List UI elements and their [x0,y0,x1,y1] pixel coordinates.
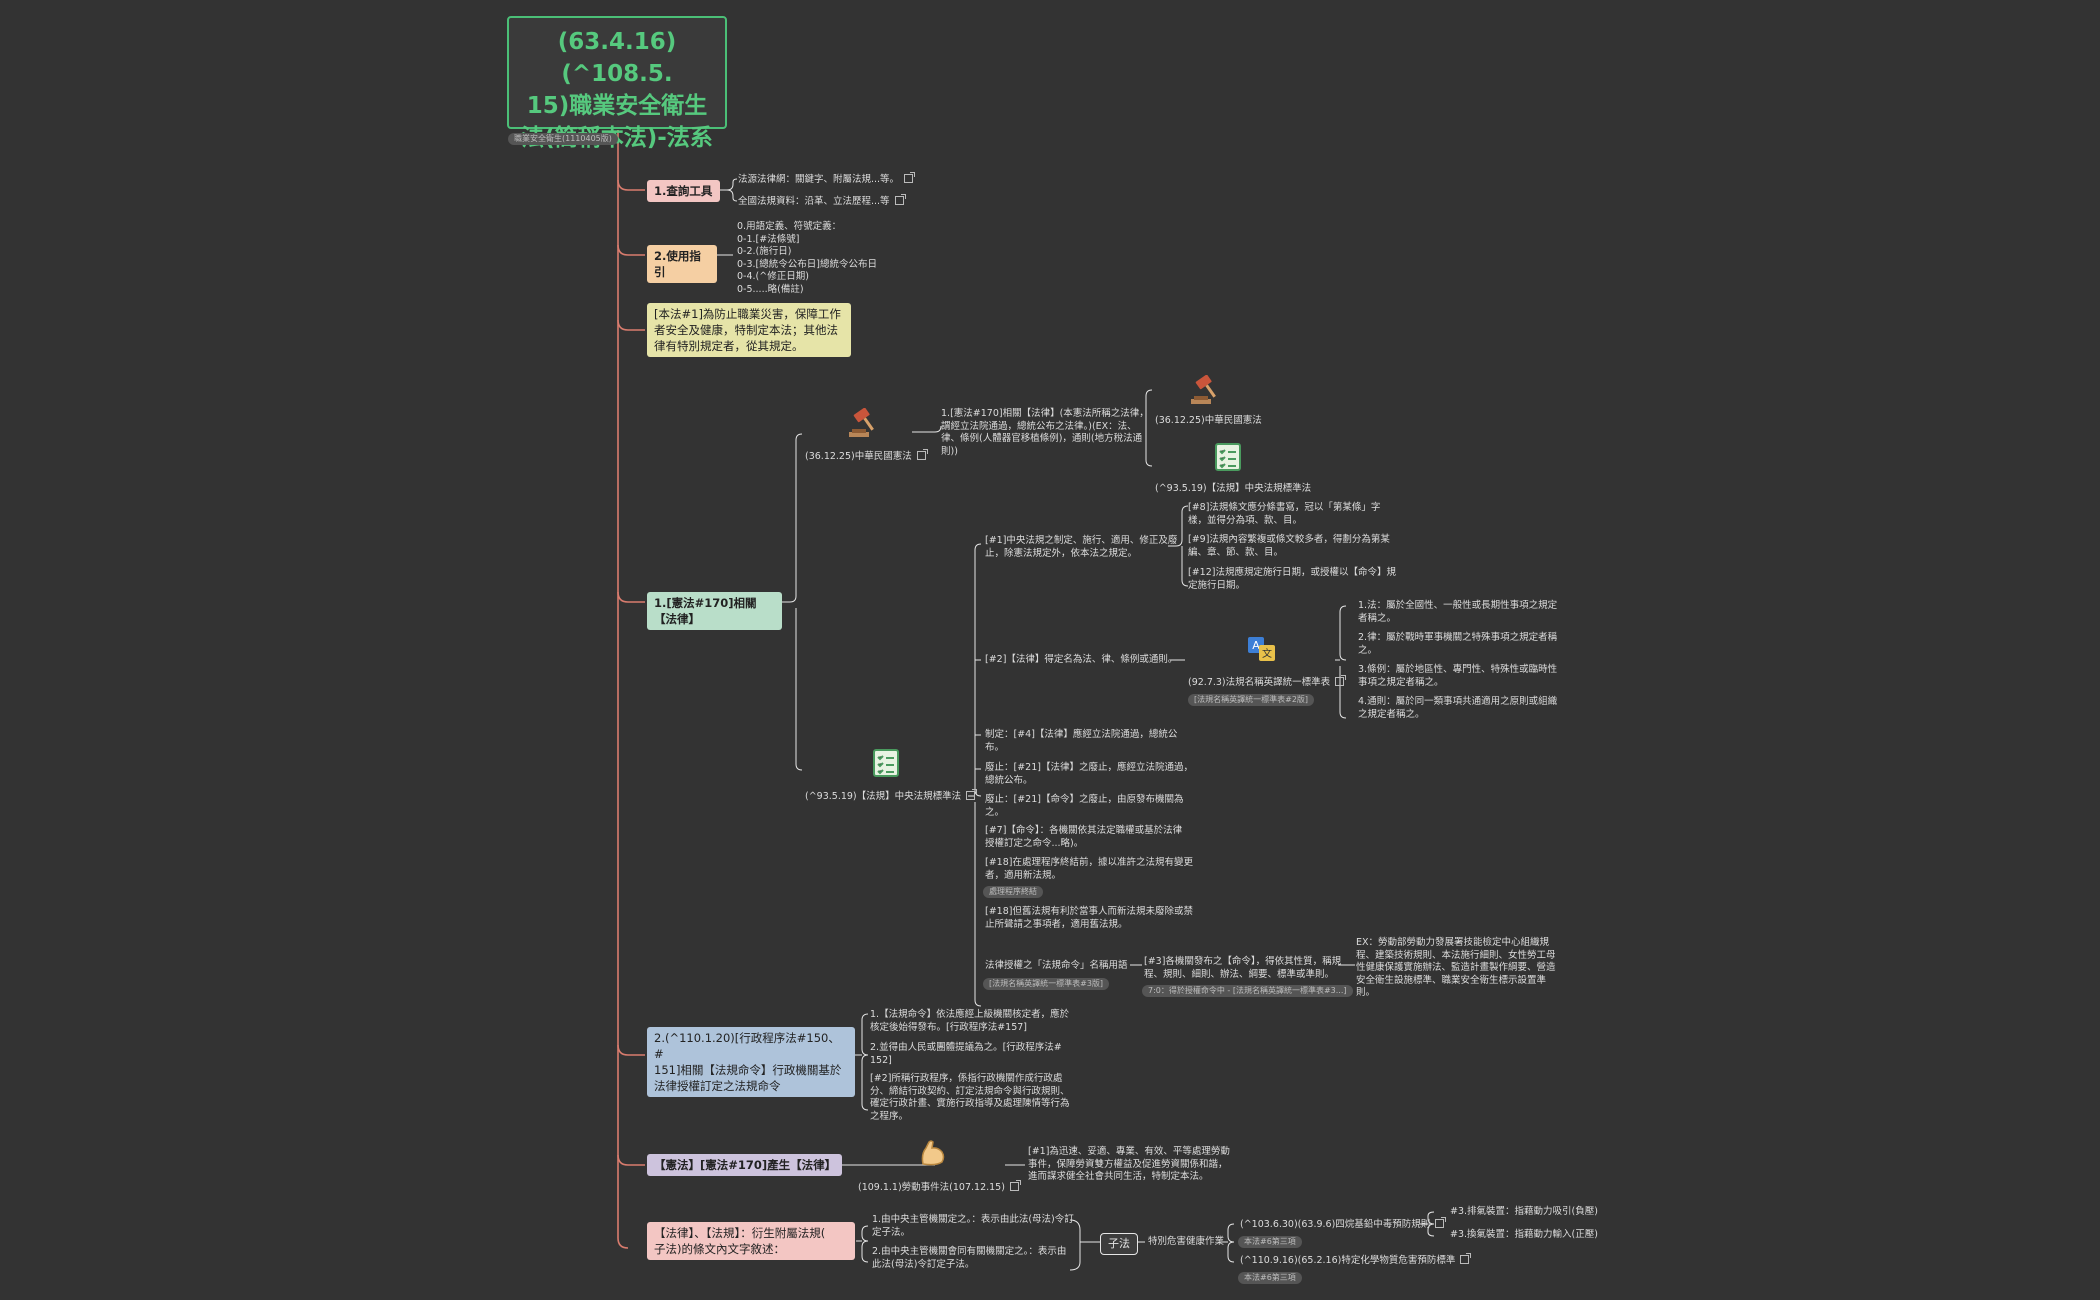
english-name-standard-tag: [法規名稱英譯統一標準表#2版] [1188,694,1315,706]
branch-constitution-170[interactable]: 1.[憲法#170]相關【法律】 [647,592,782,630]
labor-case-act-node[interactable]: (109.1.1)勞動事件法(107.12.15) [858,1180,1021,1195]
external-link-icon[interactable] [1009,1180,1021,1191]
external-link-icon[interactable] [894,194,906,205]
authorized-regulation-node[interactable]: 法律授權之「法規命令」名稱用語 [985,960,1128,971]
law-name-tiaoli: 3.條例：屬於地區性、專門性、特殊性或臨時性 事項之規定者稱之。 [1358,664,1558,688]
labor-case-act-text: [#1]為迅速、妥適、專業、有效、平等處理勞動 事件，保障勞資雙方權益及促進勞資… [1028,1146,1230,1182]
central-standard-law-node[interactable]: (^93.5.19)【法規】中央法規標準法 [805,789,978,804]
lead-poisoning-rule-node[interactable]: (^103.6.30)(63.9.6)四烷基鉛中毒預防規則 [1240,1217,1447,1232]
authorized-regulation-tag: [法規名稱英譯統一標準表#3版] [983,978,1110,990]
admin-note-157: 1.【法規命令】依法應經上級機關核定者，應於 核定後始得發布。[行政程序法#15… [870,1009,1070,1033]
root-topic[interactable]: (63.4.16)(^108.5. 15)職業安全衛生 法(簡稱本法)-法系 [507,16,727,151]
lead-poisoning-rule-tag: 本法#6第三項 [1238,1236,1302,1248]
subsidiary-note-2: 2.由中央主管機關會同有關機關定之。：表示由 此法(母法)令訂定子法。 [872,1246,1067,1270]
note-article-3-tag: 7:0：得於授權命令中 - [法規名稱英譯統一標準表#3...] [1142,985,1353,997]
chemical-hazard-standard-node[interactable]: (^110.9.16)(65.2.16)特定化學物質危害預防標準 [1240,1253,1472,1268]
note-article-9: [#9]法規內容繁複或條文較多者，得劃分為第某 編、章、節、款、目。 [1188,534,1390,558]
query-tool-national-db[interactable]: 全國法規資料：沿革、立法歷程...等 [738,194,906,209]
svg-text:文: 文 [1262,647,1272,660]
note-article-8: [#8]法規條文應分條書寫，冠以「第某條」字 樣，並得分為項、款、目。 [1188,502,1381,526]
subsidiary-note-1: 1.由中央主管機關定之。：表示由此法(母法)令訂 定子法。 [872,1214,1074,1238]
chemical-hazard-standard-tag: 本法#6第三項 [1238,1272,1302,1284]
external-link-icon[interactable] [916,449,928,460]
english-name-standard-node[interactable]: (92.7.3)法規名稱英譯統一標準表 [1188,675,1347,690]
external-link-icon[interactable] [1435,1217,1447,1228]
note-article-12: [#12]法規應規定施行日期，或授權以【命令】規 定施行日期。 [1188,567,1396,591]
law-name-tongze: 4.通則：屬於同一類事項共通適用之原則或組織 之規定者稱之。 [1358,696,1558,720]
checklist-icon [872,748,900,782]
usage-guide-notes: 0.用語定義、符號定義： 0-1.[#法條號] 0-2.(施行日) 0-3.[總… [737,221,877,295]
note-article-7: [#7]【命令】：各機關依其法定職權或基於法律 授權訂定之命令...略)。 [985,825,1183,849]
branch-constitution-law[interactable]: 【憲法】[憲法#170]產生【法律】 [647,1154,842,1176]
note-article-18a: [#18]在處理程序終結前，據以准許之法規有變更 者，適用新法規。 [985,857,1193,881]
note-article-21-order: 廢止：[#21]【命令】之廢止，由原發布機關為 之。 [985,794,1184,818]
admin-note-152: 2.並得由人民或團體提議為之。[行政程序法# 152] [870,1042,1062,1066]
branch-usage-guide[interactable]: 2.使用指引 [647,245,717,283]
note-article-18b: [#18]但舊法規有利於當事人而新法規未廢除或禁 止所聲請之事項者，適用舊法規。 [985,906,1193,930]
branch-subsidiary-laws[interactable]: 【法律】、【法規】：衍生附屬法規( 子法)的條文內文字敘述： [647,1222,855,1260]
constitution-ref[interactable]: (36.12.25)中華民國憲法 [1155,415,1262,426]
gavel-icon [1188,374,1222,409]
note-article-21-law: 廢止：[#21]【法律】之廢止，應經立法院通過， 總統公布。 [985,762,1193,786]
exhaust-device-note: #3.排氣裝置：指藉動力吸引(負壓) [1450,1206,1598,1217]
branch-article-1[interactable]: [本法#1]為防止職業災害，保障工作 者安全及健康，特制定本法；其他法 律有特別… [647,303,851,357]
checklist-icon [1214,442,1242,476]
special-hazard-work-node[interactable]: 特別危害健康作業 [1148,1236,1225,1247]
constitution-170-text: 1.[憲法#170]相關【法律】(本憲法所稱之法律， 謂經立法院通過，總統公布之… [941,408,1149,457]
muscle-icon [918,1138,948,1172]
query-tool-law-source[interactable]: 法源法律網：關鍵字、附屬法規...等。 [738,172,916,187]
regulation-examples: EX：勞動部勞動力發展署技能檢定中心組織規 程、建築技術規則、本法施行細則、女性… [1356,937,1556,998]
note-article-4: 制定：[#4]【法律】應經立法院通過，總統公 布。 [985,729,1178,753]
constitution-node[interactable]: (36.12.25)中華民國憲法 [805,449,928,464]
branch-administrative-procedure[interactable]: 2.(^110.1.20)[行政程序法#150、# 151]相關【法規命令】行政… [647,1027,855,1097]
note-article-3: [#3]各機關發布之【命令】，得依其性質，稱規 程、規則、細則、辦法、綱要、標準… [1144,956,1342,980]
central-standard-law-ref[interactable]: (^93.5.19)【法規】中央法規標準法 [1155,483,1312,494]
external-link-icon[interactable] [1335,675,1347,686]
root-tag: 職業安全衛生(1110405版) [508,133,618,145]
admin-note-2: [#2]所稱行政程序，係指行政機關作成行政處 分、締結行政契約、訂定法規命令與行… [870,1073,1070,1122]
note-article-1: [#1]中央法規之制定、施行、適用、修正及廢 止，除憲法規定外，依本法之規定。 [985,535,1178,559]
ventilation-device-note: #3.換氣裝置：指藉動力輸入(正壓) [1450,1229,1598,1240]
note-article-18a-tag: 處理程序終結 [983,886,1043,898]
gavel-icon [846,407,880,442]
law-name-fa: 1.法：屬於全國性、一般性或長期性事項之規定 者稱之。 [1358,600,1558,624]
sub-law-node[interactable]: 子法 [1100,1233,1138,1255]
law-name-lu: 2.律：屬於戰時軍事機關之特殊事項之規定者稱 之。 [1358,632,1558,656]
external-link-icon[interactable] [904,172,916,183]
external-link-icon[interactable] [1460,1253,1472,1264]
note-article-2: [#2]【法律】得定名為法、律、條例或通則。 [985,654,1178,665]
svg-text:A: A [1252,639,1260,652]
branch-query-tools[interactable]: 1.查詢工具 [647,180,720,202]
external-link-icon[interactable] [966,789,978,800]
